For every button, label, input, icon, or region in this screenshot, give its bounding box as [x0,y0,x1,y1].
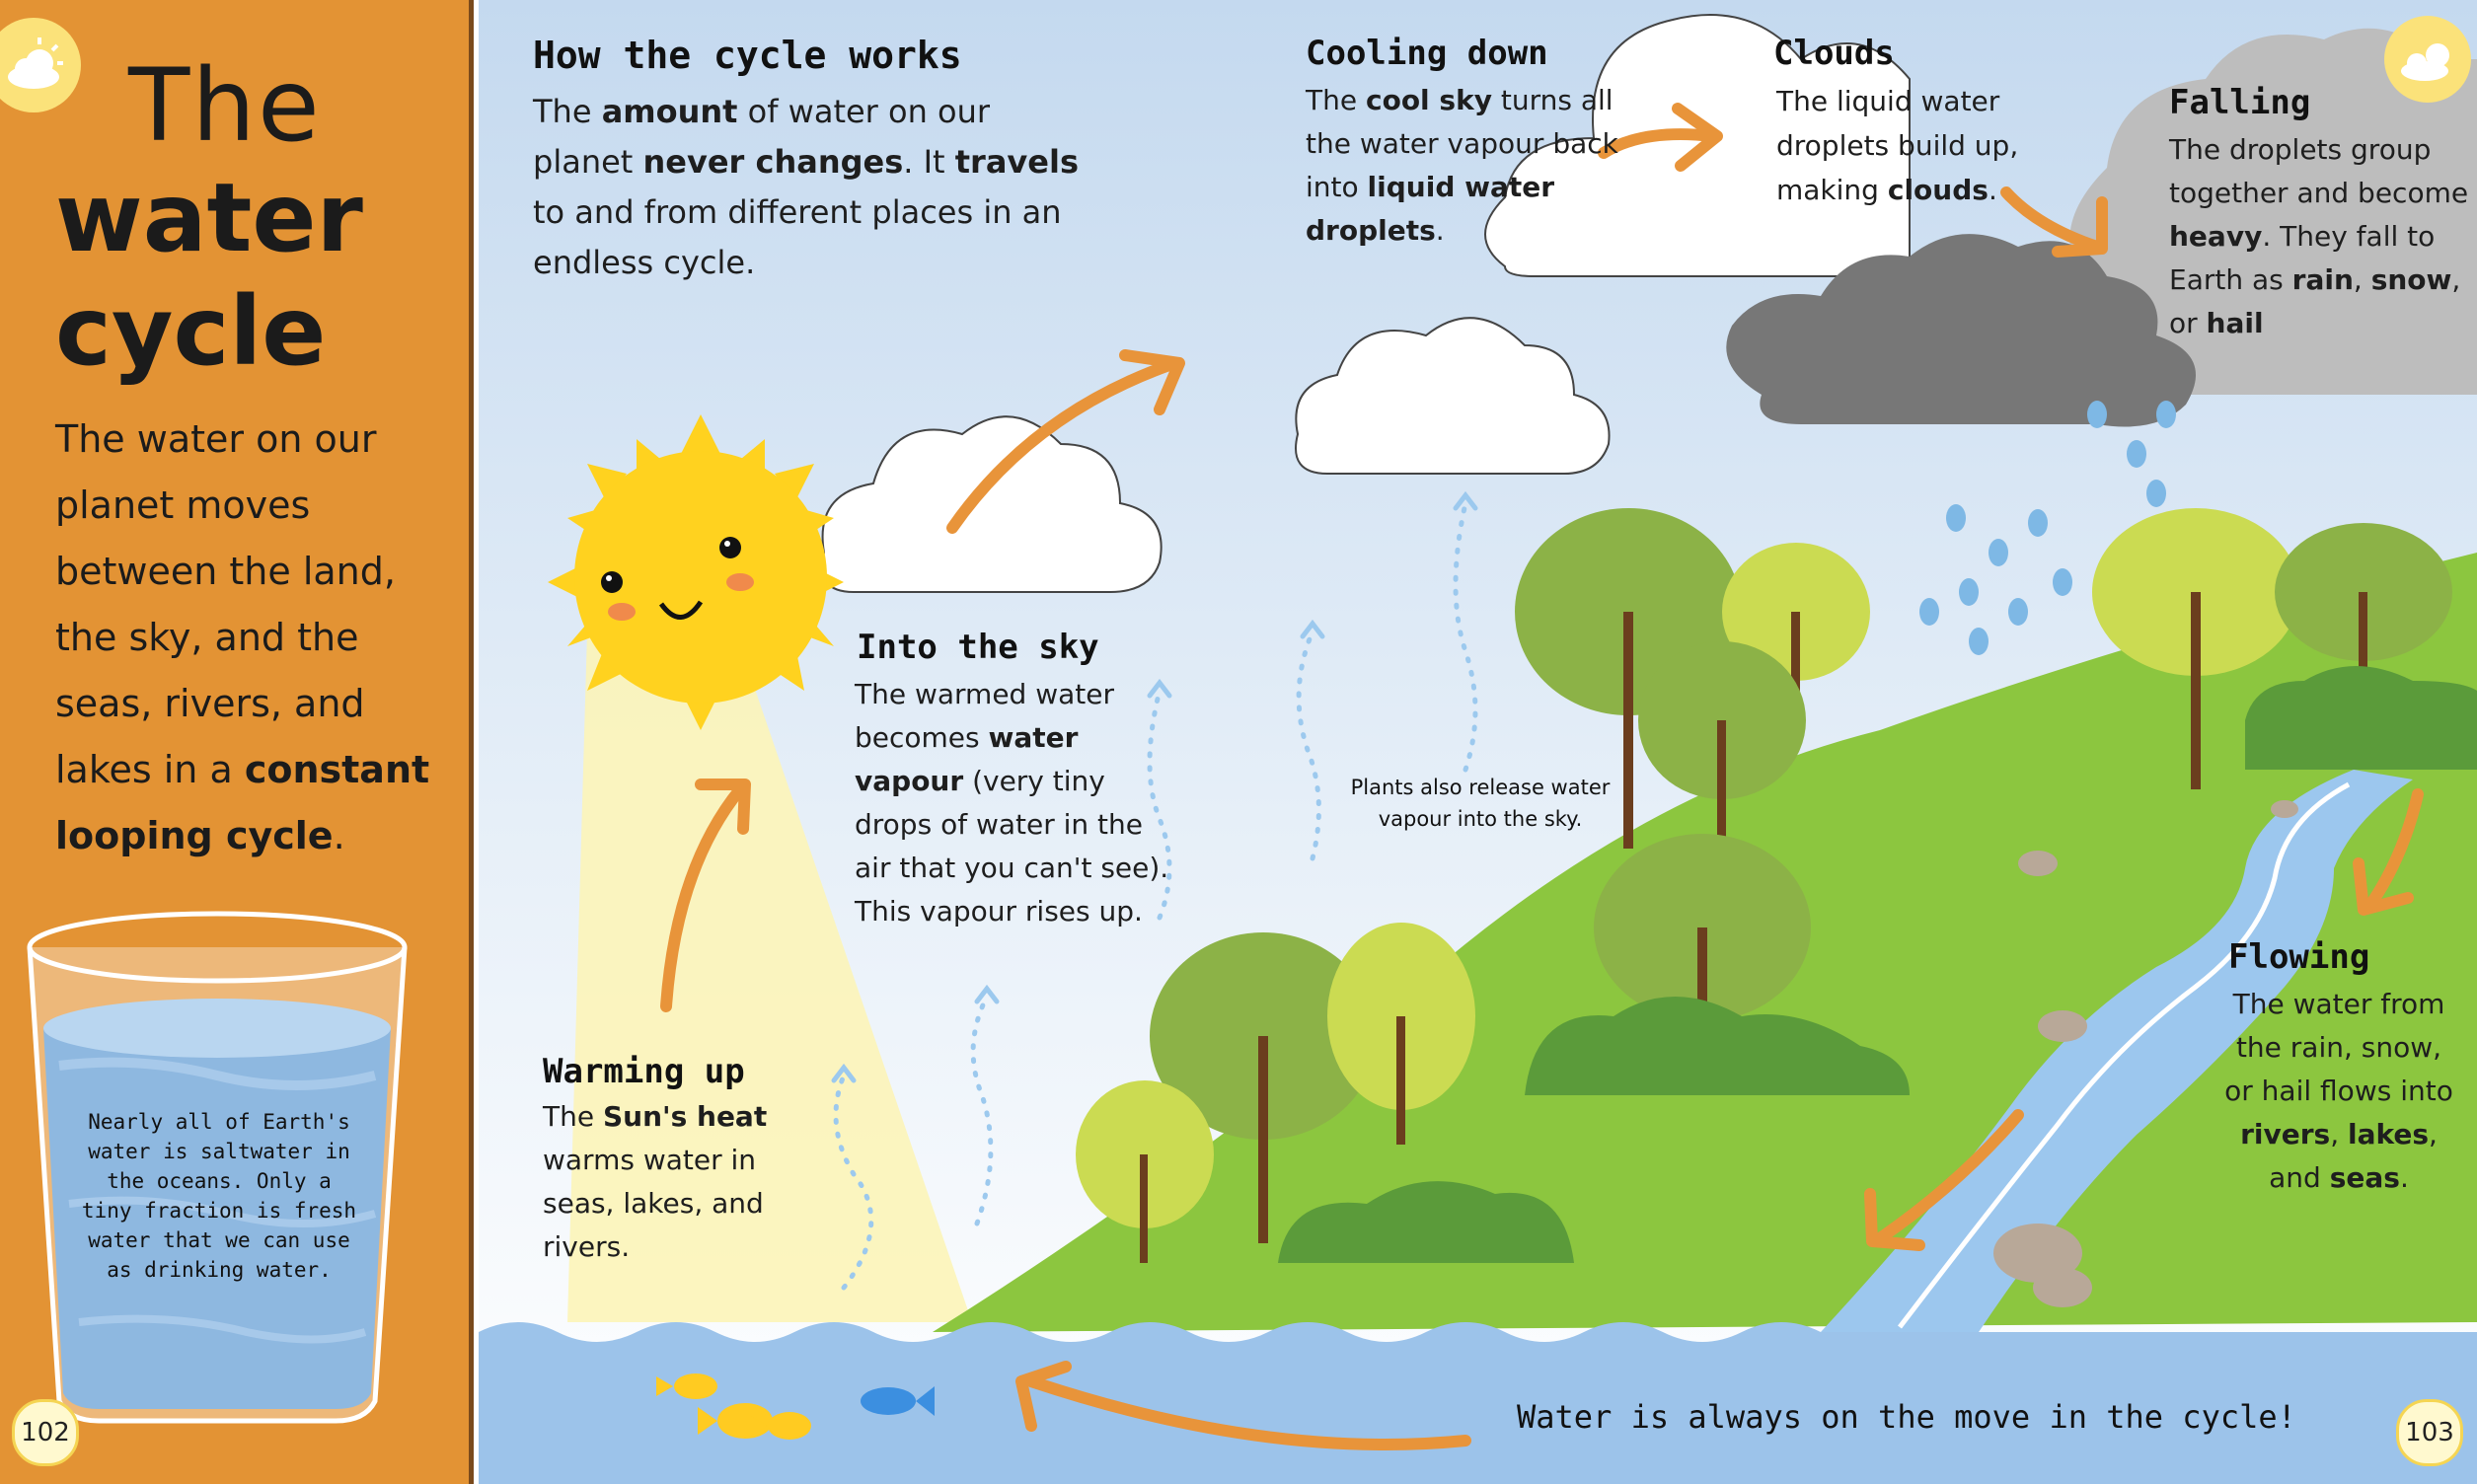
bold-run: snow [2370,263,2452,296]
page-number-left: 102 [12,1399,79,1466]
sun-icon [548,414,844,730]
text-run: (very tiny drops of water in the air tha… [855,765,1169,928]
bold-run: never changes [642,143,904,181]
bold-run: seas [2329,1161,2400,1194]
bold-run: cool sky [1365,84,1492,116]
text-run: , and [2269,1118,2438,1194]
text-run: The liquid water droplets build up, maki… [1776,85,2019,206]
clouds-heading: Clouds [1773,34,1895,73]
text-run: The [543,1100,603,1133]
text-run: . [2399,1161,2409,1194]
how-cycle-works-heading: How the cycle works [533,34,962,77]
page-number-right: 103 [2396,1399,2463,1466]
text-run: The warmed water becomes [855,678,1115,754]
glass-icon [27,911,408,1424]
falling-heading: Falling [2169,83,2311,122]
text-run: . [1988,174,1997,206]
warming-up-text: The Sun's heat warms water in seas, lake… [543,1095,819,1269]
tree-icon [1076,508,2452,1263]
text-run: , or [2169,263,2461,339]
bold-run: hail [2206,307,2264,339]
text-run: turns all the water vapour back into [1306,84,1618,203]
bold-run: rivers [2240,1118,2331,1150]
sun-cloud-icon [2384,16,2471,103]
intro-text: The water on our planet moves between th… [55,417,396,791]
page-title-line-2: water [55,163,363,273]
page-title-line-1: The [128,47,322,165]
bold-run: liquid water droplets [1306,171,1555,247]
footer-caption: Water is always on the move in the cycle… [1517,1398,2296,1436]
how-cycle-works-text: The amount of water on our planet never … [533,87,1086,288]
plants-note: Plants also release water vapour into th… [1350,776,1611,831]
text-run: , [2330,1118,2348,1150]
intro-bold-text: constant looping cycle [55,748,430,857]
bold-run: Sun's heat [602,1100,768,1133]
text-run: . They fall to Earth as [2169,220,2436,296]
cooling-down-text: The cool sky turns all the water vapour … [1306,79,1631,253]
bold-run: lakes [2348,1118,2430,1150]
text-run: The droplets group together and become [2169,133,2469,209]
into-the-sky-heading: Into the sky [857,628,1099,667]
bold-run: travels [954,143,1079,181]
sun-cloud-icon [0,18,81,112]
glass-note: Nearly all of Earth's water is saltwater… [81,1110,357,1282]
text-run: The [533,93,602,130]
text-run: The [1306,84,1366,116]
text-run: . It [903,143,955,181]
text-run: , [2353,263,2371,296]
intro-paragraph: The water on our planet moves between th… [55,407,450,869]
bold-run: amount [601,93,738,130]
text-run: . [1435,214,1445,247]
bold-run: clouds [1887,174,1989,206]
cooling-down-heading: Cooling down [1306,34,1548,73]
page-title-line-3: cycle [55,276,327,387]
bold-run: water vapour [855,721,1079,797]
text-run: of water on our planet [533,93,991,181]
text-run: to and from different places in an endle… [533,193,1062,281]
clouds-text: The liquid water droplets build up, maki… [1776,79,2033,212]
flowing-text: The water from the rain, snow, or hail f… [2220,983,2457,1200]
falling-text: The droplets group together and become h… [2169,128,2475,345]
flowing-heading: Flowing [2228,937,2370,977]
text-run: The water from the rain, snow, or hail f… [2224,988,2453,1107]
water-cycle-illustration [479,0,2477,1484]
fish-icon [656,1373,935,1440]
into-the-sky-text: The warmed water becomes water vapour (v… [855,673,1170,933]
bold-run: heavy [2169,220,2263,253]
text-run: warms water in seas, lakes, and rivers. [543,1144,764,1263]
bold-run: rain [2291,263,2354,296]
arrow-icon [660,103,2424,1450]
warming-up-heading: Warming up [543,1052,745,1091]
intro-end: . [333,814,345,857]
